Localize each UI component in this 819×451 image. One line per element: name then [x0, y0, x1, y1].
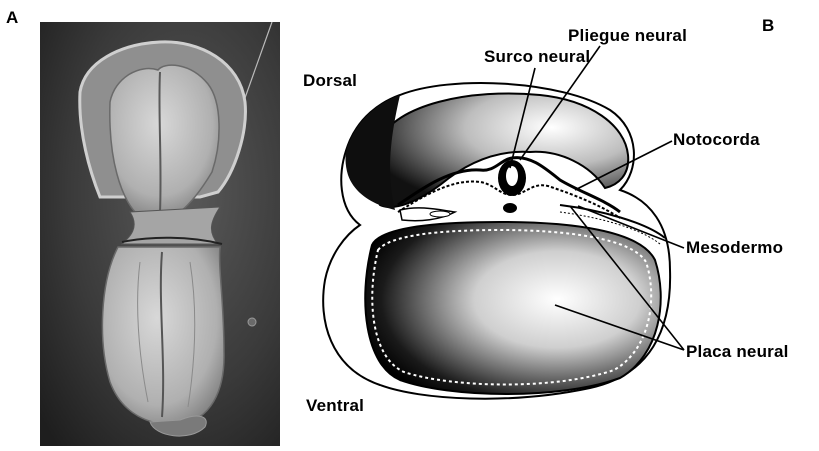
- embryo-outline: [323, 83, 670, 399]
- leader-notocorda: [575, 141, 672, 190]
- notochord: [503, 203, 517, 213]
- leader-placa-2: [555, 305, 684, 350]
- label-mesodermo: Mesodermo: [686, 238, 783, 258]
- leader-surco: [510, 68, 535, 168]
- label-pliegue-neural: Pliegue neural: [568, 26, 687, 46]
- panel-a-letter: A: [6, 8, 18, 28]
- leader-mesodermo: [578, 206, 684, 248]
- leader-placa-1: [570, 206, 684, 350]
- amniotic-cavity: [373, 93, 629, 207]
- label-notocorda: Notocorda: [673, 130, 760, 150]
- embryo-micrograph: [40, 22, 280, 446]
- neural-plate: [398, 181, 620, 218]
- neural-fold: [398, 158, 620, 212]
- neural-groove: [498, 160, 526, 196]
- mesoderm: [560, 205, 665, 238]
- yolk-sac: [365, 222, 661, 394]
- label-placa-neural: Placa neural: [686, 342, 789, 362]
- panel-b-letter: B: [762, 16, 774, 36]
- label-surco-neural: Surco neural: [484, 47, 590, 67]
- label-dorsal: Dorsal: [303, 71, 357, 91]
- label-ventral: Ventral: [306, 396, 364, 416]
